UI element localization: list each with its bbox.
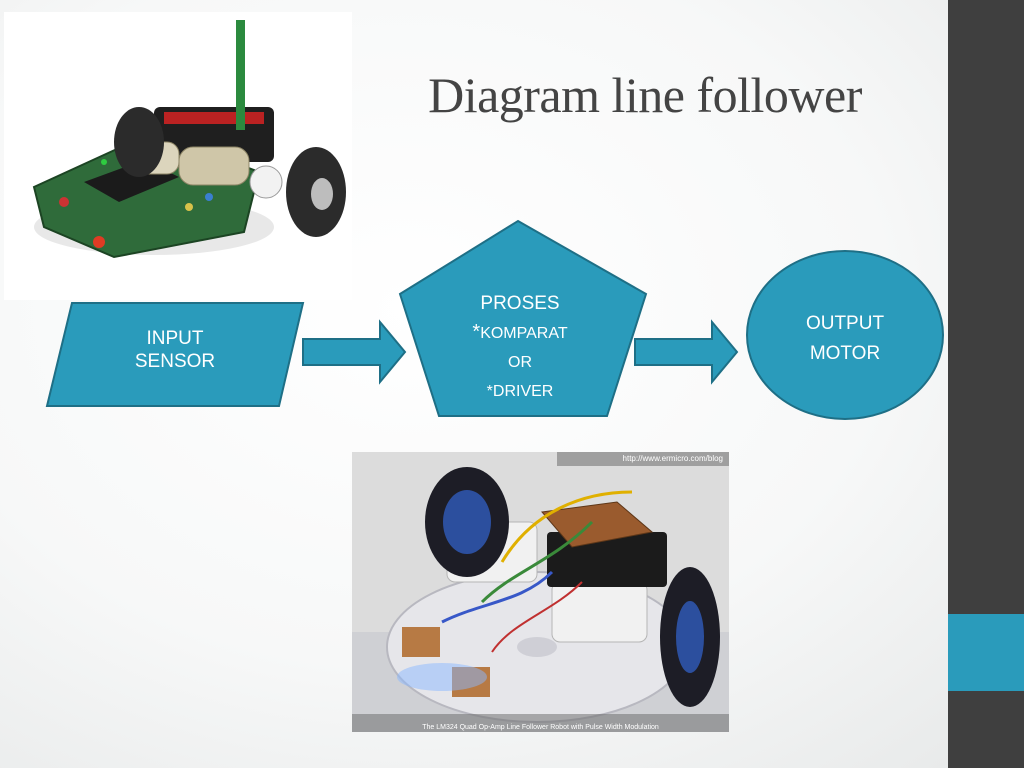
output-label-line1: OUTPUT: [805, 313, 885, 334]
input-parallelogram: [45, 302, 305, 407]
output-label: OUTPUT MOTOR: [770, 309, 920, 369]
process-komparat: KOMPARAT: [480, 325, 568, 342]
flow-diagram: [45, 219, 944, 420]
output-label-line2: MOTOR: [809, 343, 881, 364]
process-label-line4: *DRIVER: [486, 383, 554, 400]
robot-kit-photo: [4, 12, 352, 300]
process-star: *: [472, 321, 481, 343]
input-label: INPUT SENSOR: [100, 327, 250, 373]
process-label-line3: OR: [508, 354, 532, 371]
photo-watermark: http://www.ermicro.com/blog: [622, 454, 723, 463]
photo-caption: The LM324 Quad Op-Amp Line Follower Robo…: [422, 724, 659, 731]
slide-title: Diagram line follower: [428, 67, 862, 123]
arrow-process-to-output: [634, 319, 739, 385]
input-label-line2: SENSOR: [134, 351, 216, 372]
process-label: PROSES *KOMPARAT OR *DRIVER: [440, 289, 600, 406]
right-accent-block: [948, 614, 1024, 691]
lm324-robot-photo: http://www.ermicro.com/blog The LM324 Qu…: [352, 452, 729, 732]
arrow-input-to-process: [302, 319, 407, 385]
output-ellipse: [746, 250, 944, 420]
process-label-line2: *KOMPARAT: [440, 318, 600, 348]
input-label-line1: INPUT: [146, 328, 204, 349]
process-label-line1: PROSES: [480, 293, 560, 314]
process-pentagon: [398, 219, 648, 417]
